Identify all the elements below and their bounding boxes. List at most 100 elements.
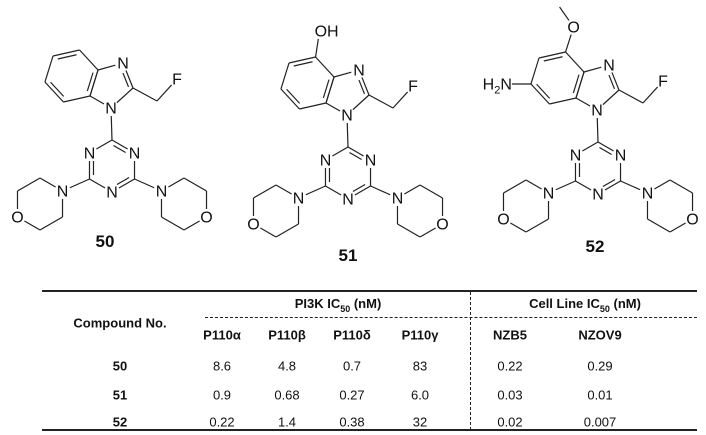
bond [368,94,394,109]
double-bond [543,56,563,62]
table-cell: 1.4 [277,414,297,430]
double-bond [602,179,616,188]
morpholine-bond [654,179,671,190]
morpholine-bond [161,216,185,231]
atom-label: N [84,146,96,163]
table-cell: 6.0 [410,387,430,403]
column-header: P110α [203,327,241,343]
methyl-bond [559,6,570,21]
atom-label: N [603,58,615,75]
bond [549,97,577,105]
cell-line-header-text: Cell Line IC [529,296,600,312]
morpholine-bond [669,222,686,233]
bond [347,146,364,157]
atom-label: H2N [483,77,512,97]
column-header: NZOV9 [578,327,622,343]
bond [44,81,64,103]
morpholine-bond [647,218,671,233]
bond [354,185,371,196]
morpholine-bond [260,227,277,238]
pi3k-header-text: PI3K IC [294,296,341,312]
double-bond [57,54,77,60]
double-bond [536,83,551,99]
bond [280,88,300,110]
column-header: NZB5 [493,327,527,343]
bond [325,76,335,104]
atom-label: N [293,191,305,208]
morpholine-bond [39,177,56,188]
bond [575,180,592,191]
bond [132,87,158,102]
bond [89,178,106,189]
atom-label: F [172,72,182,89]
morpholine-bond [404,184,421,195]
bond [642,86,659,104]
bond [565,51,585,73]
bond [596,117,599,143]
atom-label: N [543,186,555,203]
bond [315,56,335,78]
bond [602,89,620,106]
table-cell: 0.9 [212,387,232,403]
compound-label-52: 52 [585,237,605,256]
bond [96,139,113,150]
bond [564,34,572,53]
table-top-rule [42,290,697,292]
bond [63,95,91,103]
pi3k-header: PI3K IC50 (nM) [295,296,382,314]
atom-label: F [408,79,418,96]
table-cell: 0.68 [274,387,300,403]
morpholine-bond [275,184,292,195]
table-cell: 8.6 [212,358,232,374]
table-cell: 0.02 [497,414,523,430]
bond [325,102,341,112]
atom-label: O [567,19,579,36]
table-bottom-rule [42,429,697,431]
atom-label: F [658,74,668,91]
bond [280,62,290,90]
table-cell: 0.7 [342,358,362,374]
morpholine-bond [253,184,277,199]
morpholine-bond [525,218,549,233]
bond [89,95,105,105]
morpholine-bond [39,216,63,231]
row-compound: 50 [112,358,128,374]
atom-label: N [105,101,117,118]
atom-label: N [129,146,141,163]
bond [325,185,342,196]
bond [79,49,99,71]
atom-label: N [642,186,654,203]
double-bond [572,74,580,94]
compound-label-50: 50 [95,232,115,251]
atom-label: OH [315,23,339,40]
atom-label: N [117,56,129,73]
double-bond [349,151,362,160]
bond [332,146,349,157]
bond [370,185,391,196]
morpholine-bond [183,177,207,192]
bond [52,49,80,57]
morpholine-bond [24,220,41,231]
bond [44,55,54,83]
double-bond [113,144,126,153]
double-bond [608,74,616,90]
cell-line-header-unit: (nM) [609,296,641,312]
bond [299,102,327,110]
bond [597,141,614,152]
atom-label: N [592,187,604,204]
bond [305,185,326,196]
bond [288,56,316,64]
column-header: P110γ [401,327,439,343]
atom-label: N [342,192,354,209]
morpholine-bond [419,184,443,199]
bond [538,51,566,59]
double-bond [116,177,130,186]
morpholine-bond [17,177,41,192]
morpholine-bond [168,177,185,188]
atom-label: N [570,148,582,165]
bond [361,77,370,96]
table-cell: 4.8 [277,358,297,374]
atom-label: O [11,210,23,227]
bond [583,66,602,73]
bond [555,180,576,191]
